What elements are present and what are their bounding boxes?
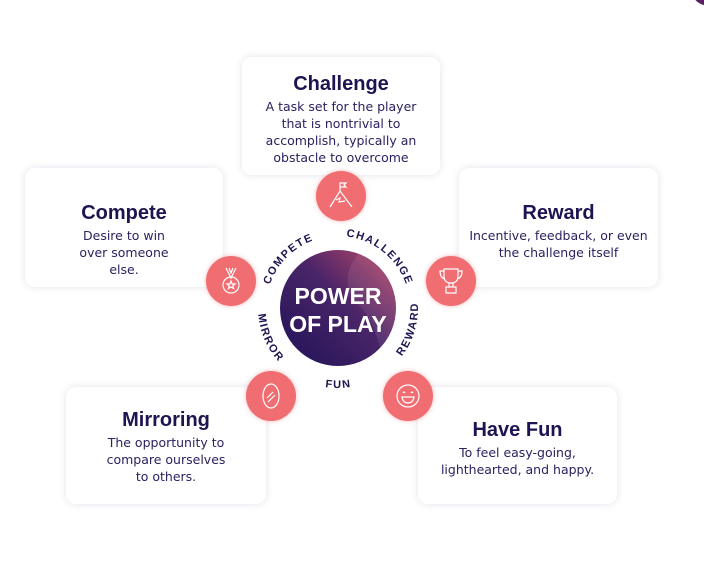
- center-title-line1: POWER: [295, 283, 382, 309]
- card-title: Reward: [522, 202, 595, 224]
- card-title: Compete: [81, 202, 167, 224]
- card-title: Mirroring: [122, 409, 210, 431]
- card-compete: Compete Desire to win over someone else.: [25, 168, 223, 287]
- card-title: Challenge: [293, 73, 389, 95]
- svg-text:FUN: FUN: [325, 378, 353, 391]
- card-text: Incentive, feedback, or even the challen…: [469, 228, 648, 260]
- trophy-icon: [426, 256, 476, 306]
- card-mirroring: Mirroring The opportunity to compare our…: [66, 387, 266, 504]
- card-have-fun: Have Fun To feel easy-going, lighthearte…: [418, 387, 617, 504]
- card-title: Have Fun: [472, 419, 563, 441]
- card-challenge: Challenge A task set for the player that…: [242, 57, 440, 175]
- smiley-icon: [383, 371, 433, 421]
- center-circle: [280, 250, 396, 366]
- card-reward: Reward Incentive, feedback, or even the …: [459, 168, 658, 287]
- center-title-line2: OF PLAY: [289, 311, 387, 337]
- ring-label-reward: REWARD: [394, 302, 419, 358]
- svg-text:REWARD: REWARD: [394, 302, 421, 358]
- card-text: A task set for the player that is nontri…: [265, 99, 417, 165]
- medal-icon: [206, 256, 256, 306]
- ring-label-fun: FUN: [325, 378, 351, 391]
- mountain-flag-icon: [316, 171, 366, 221]
- card-text: Desire to win over someone else.: [79, 228, 169, 277]
- card-text: The opportunity to compare ourselves to …: [106, 435, 226, 484]
- card-text: To feel easy-going, lighthearted, and ha…: [440, 445, 595, 477]
- mirror-icon: [246, 371, 296, 421]
